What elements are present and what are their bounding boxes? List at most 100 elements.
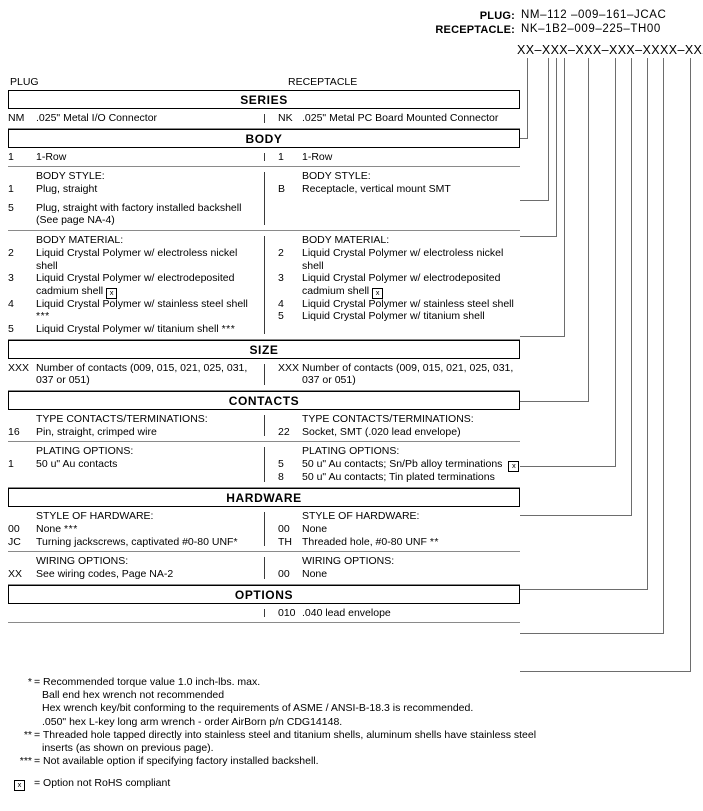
connector-foot-size: [520, 401, 589, 402]
option-text: 50 u" Au contacts: [36, 458, 118, 471]
option-row[interactable]: 1 50 u" Au contacts: [8, 458, 256, 471]
group-hardware-style-plug: STYLE OF HARDWARE: 00 None *** JC Turnin…: [8, 510, 264, 548]
footnote-marker: ***: [64, 522, 78, 535]
group-hardware-style: STYLE OF HARDWARE: 00 None *** JC Turnin…: [8, 507, 520, 551]
receptacle-part-number: NK–1B2–009–225–TH00: [521, 23, 661, 35]
footnote-marker: ***: [36, 310, 50, 323]
connector-bracket-wiring: [663, 69, 664, 634]
option-text: .025" Metal PC Board Mounted Connector: [302, 112, 499, 124]
option-text-continued-label: cadmium shell: [36, 284, 104, 297]
option-row[interactable]: 5 50 u" Au contacts; Sn/Pb alloy termina…: [274, 458, 520, 473]
part-number-header: PLUG: RECEPTACLE: NM–112 –009–161–JCAC N…: [0, 0, 703, 72]
option-text-continued: 037 or 051): [36, 374, 90, 387]
option-code: 4: [8, 297, 14, 310]
option-code: 2: [8, 246, 14, 259]
group-wiring-plug: WIRING OPTIONS: XX See wiring codes, Pag…: [8, 555, 264, 581]
option-row[interactable]: B Receptacle, vertical mount SMT: [274, 183, 520, 196]
option-row[interactable]: 22 Socket, SMT (.020 lead envelope): [274, 426, 520, 439]
option-text: Number of contacts (009, 015, 021, 025, …: [302, 361, 514, 374]
option-row[interactable]: 1 1-Row: [8, 151, 256, 164]
column-header-plug: PLUG: [10, 76, 39, 88]
group-type-contacts-plug: TYPE CONTACTS/TERMINATIONS: 16 Pin, stra…: [8, 413, 264, 439]
footnote-single-star: * = Recommended torque value 1.0 inch-lb…: [8, 676, 608, 729]
option-text: Pin, straight, crimped wire: [36, 425, 157, 438]
option-code: 3: [278, 272, 284, 285]
group-heading: BODY MATERIAL:: [302, 233, 390, 246]
option-code: 4: [278, 297, 284, 310]
mask-tick: [556, 58, 557, 69]
rohs-warning-icon: [14, 778, 30, 792]
option-row[interactable]: TH Threaded hole, #0-80 UNF **: [274, 536, 520, 549]
plug-label: PLUG:: [479, 10, 515, 22]
option-row[interactable]: 00 None: [274, 568, 520, 581]
option-text-continued-label: cadmium shell: [302, 284, 370, 297]
group-heading: BODY STYLE:: [36, 170, 105, 183]
option-row[interactable]: 5 Liquid Crystal Polymer w/ titanium she…: [274, 310, 520, 323]
option-row[interactable]: 5 Plug, straight with factory installed …: [8, 202, 256, 227]
footnote-double-star: ** = Threaded hole tapped directly into …: [8, 729, 608, 755]
group-heading: PLATING OPTIONS:: [302, 445, 400, 458]
connector-foot-typecontacts: [520, 466, 616, 467]
group-plating: PLATING OPTIONS: 1 50 u" Au contacts PLA…: [8, 442, 520, 487]
connector-bracket-plating: [631, 69, 632, 516]
option-code: 16: [8, 425, 20, 438]
receptacle-label: RECEPTACLE:: [435, 24, 515, 36]
option-row[interactable]: XX See wiring codes, Page NA-2: [8, 568, 256, 581]
column-headers: PLUG RECEPTACLE: [8, 76, 520, 90]
option-text: None: [36, 522, 62, 535]
option-row[interactable]: 2 Liquid Crystal Polymer w/ electroless …: [8, 247, 256, 272]
group-heading: WIRING OPTIONS:: [36, 555, 129, 568]
option-row[interactable]: 4 Liquid Crystal Polymer w/ stainless st…: [274, 298, 520, 311]
option-row[interactable]: 3 Liquid Crystal Polymer w/ electrodepos…: [274, 272, 520, 299]
mask-tick: [631, 58, 632, 69]
footnote-line: Ball end hex wrench not recommended: [42, 689, 225, 702]
connector-foot-series: [520, 138, 528, 139]
connector-foot-body: [520, 200, 549, 201]
group-series-plug: NM .025" Metal I/O Connector: [8, 112, 264, 125]
option-row[interactable]: 1 Plug, straight: [8, 183, 256, 196]
section-band-options: OPTIONS: [8, 584, 520, 604]
option-row[interactable]: 8 50 u" Au contacts; Tin plated terminat…: [274, 471, 520, 484]
option-text: Liquid Crystal Polymer w/ electrodeposit…: [36, 272, 235, 285]
option-code: NK: [278, 112, 293, 124]
group-type-contacts-receptacle: TYPE CONTACTS/TERMINATIONS: 22 Socket, S…: [264, 413, 520, 439]
connector-bracket-size: [588, 69, 589, 402]
option-text: 1-Row: [302, 150, 333, 163]
group-plating-receptacle: PLATING OPTIONS: 5 50 u" Au contacts; Sn…: [264, 445, 520, 484]
option-row[interactable]: NM .025" Metal I/O Connector: [8, 112, 256, 125]
option-row[interactable]: NK .025" Metal PC Board Mounted Connecto…: [274, 112, 520, 125]
section-divider: [8, 441, 520, 443]
group-heading: BODY MATERIAL:: [36, 233, 124, 246]
option-row[interactable]: 00 None ***: [8, 523, 256, 536]
option-row[interactable]: 010 .040 lead envelope: [274, 607, 520, 620]
option-text: Plug, straight: [36, 183, 98, 196]
option-row[interactable]: 4 Liquid Crystal Polymer w/ stainless st…: [8, 298, 256, 323]
section-divider: [8, 583, 520, 585]
option-code: 2: [278, 246, 284, 259]
mask-tick: [564, 58, 565, 69]
option-row[interactable]: XXX Number of contacts (009, 015, 021, 0…: [274, 362, 520, 387]
option-code: 1: [8, 183, 14, 196]
option-text: None: [302, 568, 328, 581]
footnote-rohs: = Option not RoHS compliant: [8, 777, 608, 792]
option-code: XXX: [8, 361, 30, 374]
option-row[interactable]: 2 Liquid Crystal Polymer w/ electroless …: [274, 247, 520, 272]
option-row[interactable]: 1 1-Row: [274, 151, 520, 164]
column-header-receptacle: RECEPTACLE: [288, 76, 358, 88]
option-text: Liquid Crystal Polymer w/ stainless stee…: [302, 297, 514, 310]
option-code: 5: [278, 310, 284, 323]
group-body-material-receptacle: BODY MATERIAL: 2 Liquid Crystal Polymer …: [264, 234, 520, 336]
option-text-continued: cadmium shell: [36, 284, 256, 299]
option-row[interactable]: 5 Liquid Crystal Polymer w/ titanium she…: [8, 323, 256, 336]
rohs-warning-icon: [508, 461, 520, 473]
option-code: 8: [278, 471, 284, 484]
option-row[interactable]: 00 None: [274, 523, 520, 536]
option-row[interactable]: XXX Number of contacts (009, 015, 021, 0…: [8, 362, 256, 387]
group-options-receptacle: 010 .040 lead envelope: [264, 607, 520, 620]
option-text: See wiring codes, Page NA-2: [36, 568, 174, 581]
option-row[interactable]: 16 Pin, straight, crimped wire: [8, 426, 256, 439]
rohs-warning-icon: [372, 287, 384, 299]
option-row[interactable]: JC Turning jackscrews, captivated #0-80 …: [8, 536, 256, 549]
option-text: Liquid Crystal Polymer w/ electrodeposit…: [302, 272, 501, 285]
option-row[interactable]: 3 Liquid Crystal Polymer w/ electrodepos…: [8, 272, 256, 299]
